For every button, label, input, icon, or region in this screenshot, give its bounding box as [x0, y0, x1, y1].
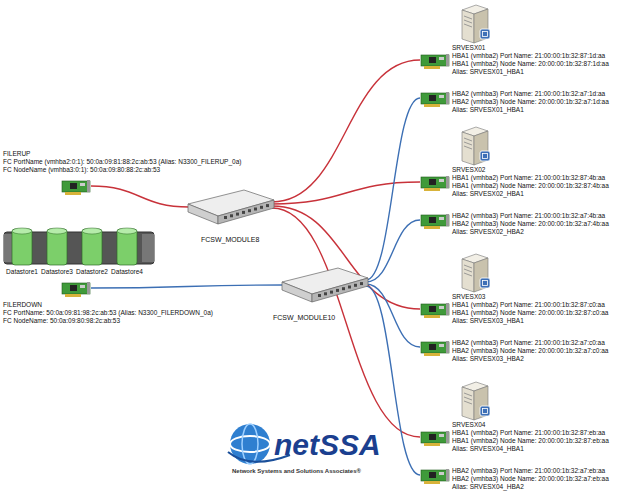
switch-body	[280, 264, 370, 306]
fc-cable	[272, 182, 420, 204]
fc-cable	[91, 285, 283, 288]
node-text: SRVESX02	[452, 166, 609, 174]
node-text: HBA1 (vmhba2) Node Name: 20:00:00:1b:32:…	[452, 309, 608, 317]
node-text: HBA2 (vmhba3) Node Name: 20:00:00:1b:32:…	[452, 98, 609, 106]
node-text: HBA2 (vmhba3) Port Name: 21:00:00:1b:32:…	[452, 90, 609, 98]
node-text: HBA2 (vmhba3) Node Name: 20:00:00:1b:32:…	[452, 347, 608, 355]
node-text: Alias: SRVESX02_HBA1	[452, 190, 609, 198]
datastore-label: Datastore1	[6, 268, 38, 275]
switch-body	[186, 186, 276, 228]
datastore-label: Datastore3	[41, 268, 73, 275]
hba-node: HBA2 (vmhba3) Port Name: 21:00:00:1b:32:…	[420, 467, 609, 491]
hba-card	[420, 431, 450, 447]
hba-node: SRVESX03HBA1 (vmhba2) Port Name: 21:00:0…	[420, 293, 608, 325]
hba-card	[420, 176, 450, 192]
hba-node: SRVESX02HBA1 (vmhba2) Port Name: 21:00:0…	[420, 166, 609, 198]
node-text: FCSW_MODULE10	[272, 314, 336, 322]
storage-array	[4, 228, 154, 265]
fc-cable	[272, 208, 420, 437]
node-text: FC NodeName: 50:0a:09:80:98:2c:ab:53	[3, 317, 213, 325]
node-text: FC PortName (vmhba2:0:1): 50:0a:09:81:88…	[3, 158, 241, 166]
node-text: HBA1 (vmhba2) Port Name: 21:00:00:1b:32:…	[452, 52, 609, 60]
fc-cable	[272, 206, 420, 309]
node-text: SRVESX01	[452, 44, 609, 52]
fc-switch: FCSW_MODULE8	[186, 186, 276, 246]
node-text: Alias: SRVESX04_HBA2	[452, 483, 609, 491]
hba-card	[420, 469, 450, 485]
node-text: HBA1 (vmhba2) Port Name: 21:00:00:1b:32:…	[452, 174, 609, 182]
datastore-label: Datastore4	[111, 268, 143, 275]
node-text: Alias: SRVESX03_HBA2	[452, 355, 608, 363]
filer-node: FILERUPFC PortName (vmhba2:0:1): 50:0a:0…	[3, 150, 241, 196]
node-text: HBA1 (vmhba2) Port Name: 21:00:00:1b:32:…	[452, 301, 608, 309]
node-text: FC NodeName (vmhba3:0:1): 50:0a:09:80:88…	[3, 166, 241, 174]
hba-node: HBA2 (vmhba3) Port Name: 21:00:00:1b:32:…	[420, 339, 608, 363]
node-text: FILERUP	[3, 150, 241, 158]
node-text: HBA1 (vmhba2) Node Name: 20:00:00:1b:32:…	[452, 60, 609, 68]
hba-node: HBA2 (vmhba3) Port Name: 21:00:00:1b:32:…	[420, 212, 609, 236]
fc-cable	[91, 186, 189, 207]
filer-node: FILERDOWNFC PortName: 50:0a:09:81:98:2c:…	[3, 282, 213, 325]
node-text: Alias: SRVESX03_HBA1	[452, 317, 608, 325]
logo-text: netSSA	[274, 428, 381, 461]
node-text: HBA1 (vmhba2) Node Name: 20:00:00:1b:32:…	[452, 182, 609, 190]
logo-text: Network Systems and Solutions Associates…	[232, 468, 361, 475]
node-text: SRVESX04	[452, 421, 609, 429]
hba-card	[420, 214, 450, 230]
fc-switch: FCSW_MODULE10	[280, 264, 370, 324]
node-text: Alias: SRVESX04_HBA1	[452, 445, 609, 453]
node-text: Alias: SRVESX01_HBA1	[452, 68, 609, 76]
node-text: HBA2 (vmhba3) Port Name: 21:00:00:1b:32:…	[452, 212, 609, 220]
node-text: HBA2 (vmhba3) Port Name: 21:00:00:1b:32:…	[452, 339, 608, 347]
node-text: HBA1 (vmhba2) Node Name: 20:00:00:1b:32:…	[452, 437, 609, 445]
node-text: Alias: SRVESX01_HBA1	[452, 106, 609, 114]
hba-card	[61, 282, 91, 298]
node-text: HBA2 (vmhba3) Port Name: 21:00:00:1b:32:…	[452, 467, 609, 475]
fc-cable	[366, 220, 420, 282]
hba-node: SRVESX01HBA1 (vmhba2) Port Name: 21:00:0…	[420, 44, 609, 76]
node-text: FILERDOWN	[3, 301, 213, 309]
hba-card	[420, 54, 450, 70]
hba-card	[61, 180, 91, 196]
hba-card	[420, 303, 450, 319]
node-text: HBA2 (vmhba3) Node Name: 20:00:00:1b:32:…	[452, 475, 609, 483]
node-text: HBA2 (vmhba3) Node Name: 20:00:00:1b:32:…	[452, 220, 609, 228]
hba-node: SRVESX04HBA1 (vmhba2) Port Name: 21:00:0…	[420, 421, 609, 453]
hba-card	[420, 341, 450, 357]
fc-cable	[272, 60, 420, 202]
node-text: FC PortName: 50:0a:09:81:98:2c:ab:53 (Al…	[3, 309, 213, 317]
hba-card	[420, 92, 450, 108]
datastore-label: Datastore2	[76, 268, 108, 275]
node-text: HBA1 (vmhba2) Port Name: 21:00:00:1b:32:…	[452, 429, 609, 437]
node-text: SRVESX03	[452, 293, 608, 301]
hba-node: HBA2 (vmhba3) Port Name: 21:00:00:1b:32:…	[420, 90, 609, 114]
node-text: Alias: SRVESX02_HBA2	[452, 228, 609, 236]
node-text: FCSW_MODULE8	[200, 236, 260, 244]
